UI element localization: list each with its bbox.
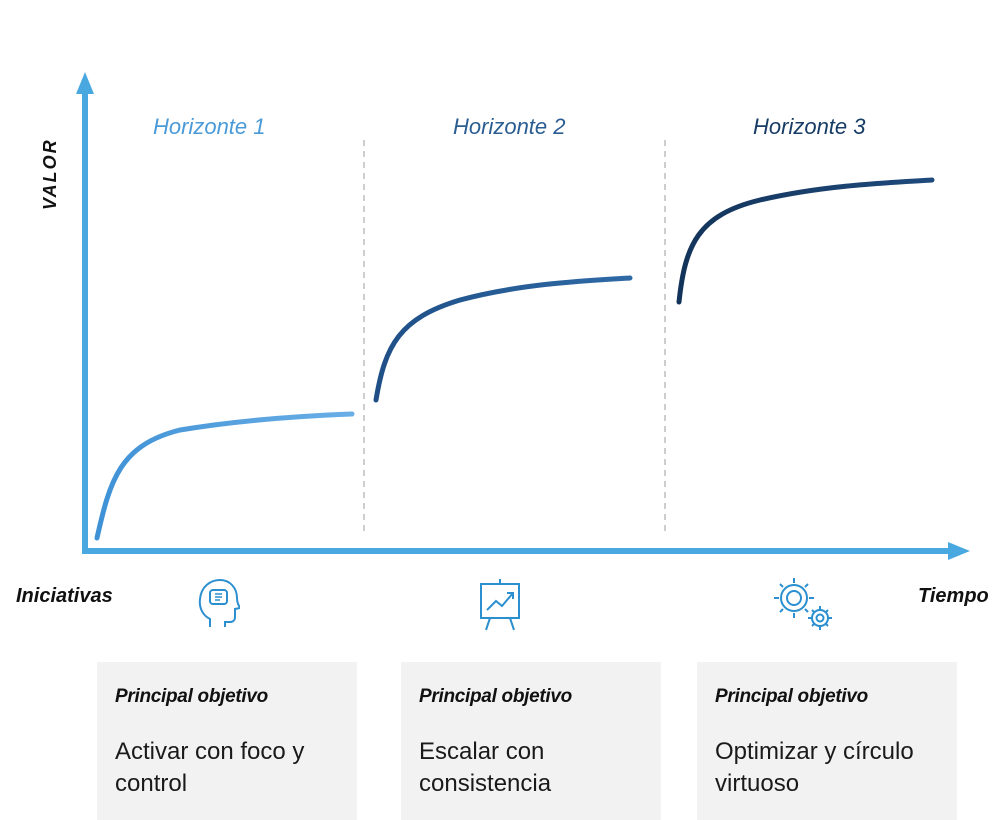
objective-card-1: Principal objetivo Activar con foco y co… xyxy=(97,662,357,820)
curve-horizon-3 xyxy=(676,177,935,305)
x-axis-arrow xyxy=(948,542,970,560)
objective-text: Escalar con consistencia xyxy=(419,738,552,797)
gears-icon xyxy=(774,578,832,630)
curve-horizon-1 xyxy=(94,411,355,541)
x-axis-right-label: Tiempo xyxy=(918,585,989,607)
x-axis-left-label: Iniciativas xyxy=(16,585,113,607)
horizon-2-title: Horizonte 2 xyxy=(453,114,566,139)
objective-title: Principal objetivo xyxy=(419,686,572,707)
objective-title: Principal objetivo xyxy=(115,686,268,707)
y-axis-arrow xyxy=(76,72,94,94)
horizons-diagram xyxy=(76,72,970,560)
objective-card-3: Principal objetivo Optimizar y círculo v… xyxy=(697,662,957,820)
curve-horizon-2 xyxy=(373,275,633,403)
objective-text: Activar con foco y control xyxy=(115,738,305,797)
presentation-chart-icon xyxy=(480,579,520,631)
objective-card-2: Principal objetivo Escalar con consisten… xyxy=(401,662,661,820)
y-axis-label: VALOR xyxy=(40,138,60,210)
horizon-3-title: Horizonte 3 xyxy=(753,114,866,139)
objective-text: Optimizar y círculo virtuoso xyxy=(715,738,914,797)
objective-title: Principal objetivo xyxy=(715,686,868,707)
brain-head-icon xyxy=(198,578,240,627)
horizon-1-title: Horizonte 1 xyxy=(153,114,266,139)
